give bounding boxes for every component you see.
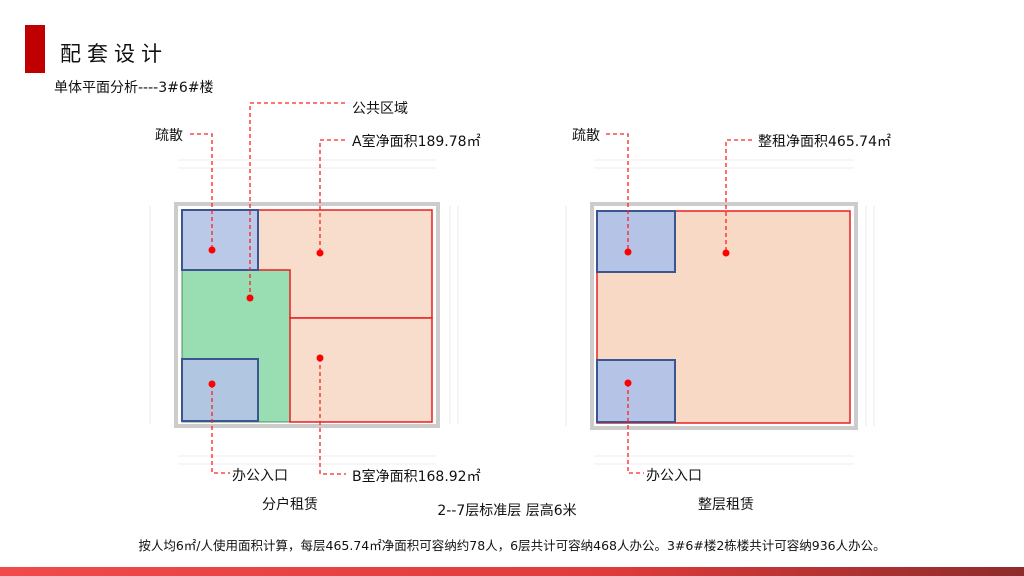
label-entrance-left: 办公入口 (232, 468, 288, 484)
label-public-area: 公共区域 (352, 101, 408, 117)
leader-lines (190, 102, 752, 475)
label-entrance-right: 办公入口 (646, 468, 702, 484)
marker-dots (208, 246, 730, 388)
bottom-accent-bar (0, 567, 1024, 576)
page-title: 配套设计 (60, 42, 168, 66)
caption-right: 整层租赁 (698, 497, 754, 513)
label-evacuation-right: 疏散 (572, 128, 600, 144)
label-whole-floor: 整租净面积465.74㎡ (758, 134, 891, 150)
room-b-zone (289, 317, 433, 423)
caption-center: 2--7层标准层 层高6米 (437, 503, 577, 519)
title-accent-bar (25, 25, 45, 73)
page-subtitle: 单体平面分析----3#6#楼 (54, 80, 214, 96)
capacity-note: 按人均6㎡/人使用面积计算，每层465.74㎡净面积可容纳约78人，6层共计可容… (138, 538, 886, 553)
caption-left: 分户租赁 (262, 497, 318, 513)
stair-core-top (181, 209, 259, 271)
label-evacuation-left: 疏散 (155, 128, 183, 144)
left-floor-plan (149, 159, 459, 465)
stair-core-top (596, 210, 676, 273)
stair-core-bottom (596, 359, 676, 423)
right-floor-plan (565, 159, 875, 465)
stair-core-bottom (181, 358, 259, 422)
label-room-b: B室净面积168.92㎡ (352, 469, 481, 485)
label-room-a: A室净面积189.78㎡ (352, 134, 481, 150)
